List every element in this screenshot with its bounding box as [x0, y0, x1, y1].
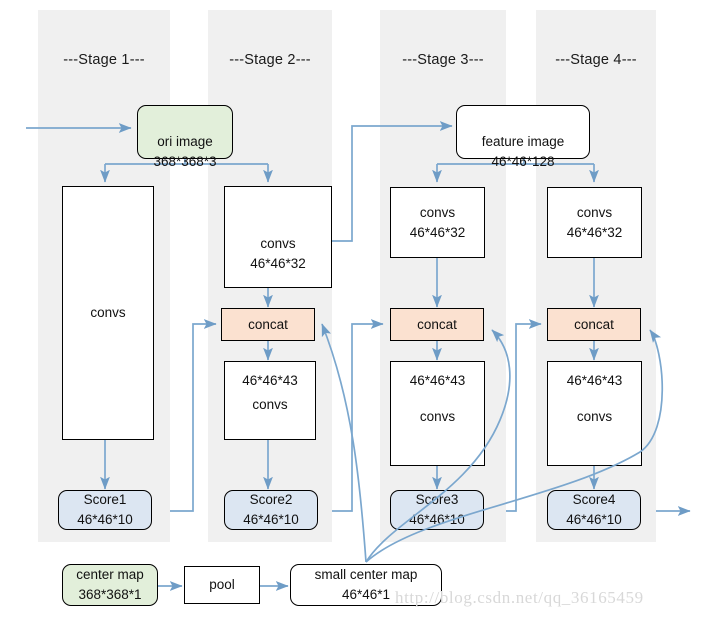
node-center-map[interactable]: center map 368*368*1	[62, 564, 158, 606]
stage-label-4: ---Stage 4---	[555, 52, 637, 68]
node-score3[interactable]: Score3 46*46*10	[390, 490, 484, 530]
node-concat-stage2[interactable]: concat	[221, 308, 315, 341]
node-score1-line1: Score1	[83, 492, 127, 508]
node-ori-image-line1: ori image	[157, 134, 213, 149]
node-score2[interactable]: Score2 46*46*10	[224, 490, 318, 530]
node-body-stage2-line1: 46*46*43	[242, 373, 298, 388]
node-convs-stage1[interactable]: convs	[62, 186, 154, 440]
node-body-stage2[interactable]: 46*46*43 convs	[224, 361, 316, 440]
stage-label-3: ---Stage 3---	[402, 52, 484, 68]
node-body-stage3-line2: convs	[419, 409, 456, 425]
node-score1[interactable]: Score1 46*46*10	[58, 490, 152, 530]
node-convs-stage3-line1: convs	[419, 204, 456, 220]
node-center-map-line2: 368*368*1	[78, 587, 142, 602]
node-score2-line2: 46*46*10	[243, 512, 299, 527]
node-score1-line2: 46*46*10	[77, 512, 133, 527]
watermark: http://blog.csdn.net/qq_36165459	[395, 588, 644, 607]
node-body-stage4-line1: 46*46*43	[566, 373, 623, 388]
node-center-map-line1: center map	[76, 567, 144, 583]
node-score3-line1: Score3	[415, 492, 459, 508]
node-small-center-map[interactable]: small center map 46*46*1	[290, 564, 442, 606]
wire-score2-to-concat-s3	[332, 319, 384, 512]
node-body-stage4[interactable]: 46*46*43 convs	[547, 361, 642, 466]
node-convs-stage2-line2: 46*46*32	[250, 255, 306, 271]
node-convs-stage4-line1: convs	[576, 204, 613, 220]
node-concat-stage3[interactable]: concat	[390, 308, 484, 341]
node-concat-stage2-label: concat	[248, 316, 288, 332]
node-concat-stage4[interactable]: concat	[547, 308, 641, 341]
node-convs-stage3-line2: 46*46*32	[409, 224, 466, 240]
node-pool-label: pool	[209, 577, 235, 593]
node-body-stage2-line2: convs	[252, 397, 288, 413]
node-score4-line1: Score4	[572, 492, 616, 508]
node-convs-stage4[interactable]: convs 46*46*32	[547, 187, 642, 258]
node-concat-stage4-label: concat	[574, 316, 614, 332]
node-score4[interactable]: Score4 46*46*10	[547, 490, 641, 530]
node-body-stage3-line1: 46*46*43	[409, 373, 466, 388]
node-body-stage3[interactable]: 46*46*43 convs	[390, 361, 485, 466]
node-score4-line2: 46*46*10	[566, 512, 622, 527]
node-convs-stage2-line1: convs	[260, 236, 296, 251]
node-convs-stage1-label: convs	[90, 305, 126, 321]
node-convs-stage2[interactable]: convs 46*46*32	[224, 186, 332, 288]
node-feature-image[interactable]: feature image 46*46*128	[456, 105, 590, 169]
node-pool[interactable]: pool	[184, 566, 260, 604]
node-convs-stage3[interactable]: convs 46*46*32	[390, 187, 485, 258]
node-score2-line1: Score2	[249, 492, 293, 508]
node-score3-line2: 46*46*10	[409, 512, 465, 527]
node-small-center-map-line1: small center map	[314, 567, 418, 583]
stage-label-1: ---Stage 1---	[63, 52, 145, 68]
node-concat-stage3-label: concat	[417, 316, 457, 332]
node-body-stage4-line2: convs	[576, 409, 613, 425]
node-ori-image[interactable]: ori image 368*368*3	[137, 105, 233, 169]
node-small-center-map-line2: 46*46*1	[341, 587, 391, 602]
stage-label-2: ---Stage 2---	[229, 52, 311, 68]
node-ori-image-line2: 368*368*3	[153, 153, 217, 169]
node-feature-image-line1: feature image	[481, 134, 565, 149]
node-convs-stage4-line2: 46*46*32	[566, 224, 623, 240]
node-feature-image-line2: 46*46*128	[491, 153, 555, 169]
